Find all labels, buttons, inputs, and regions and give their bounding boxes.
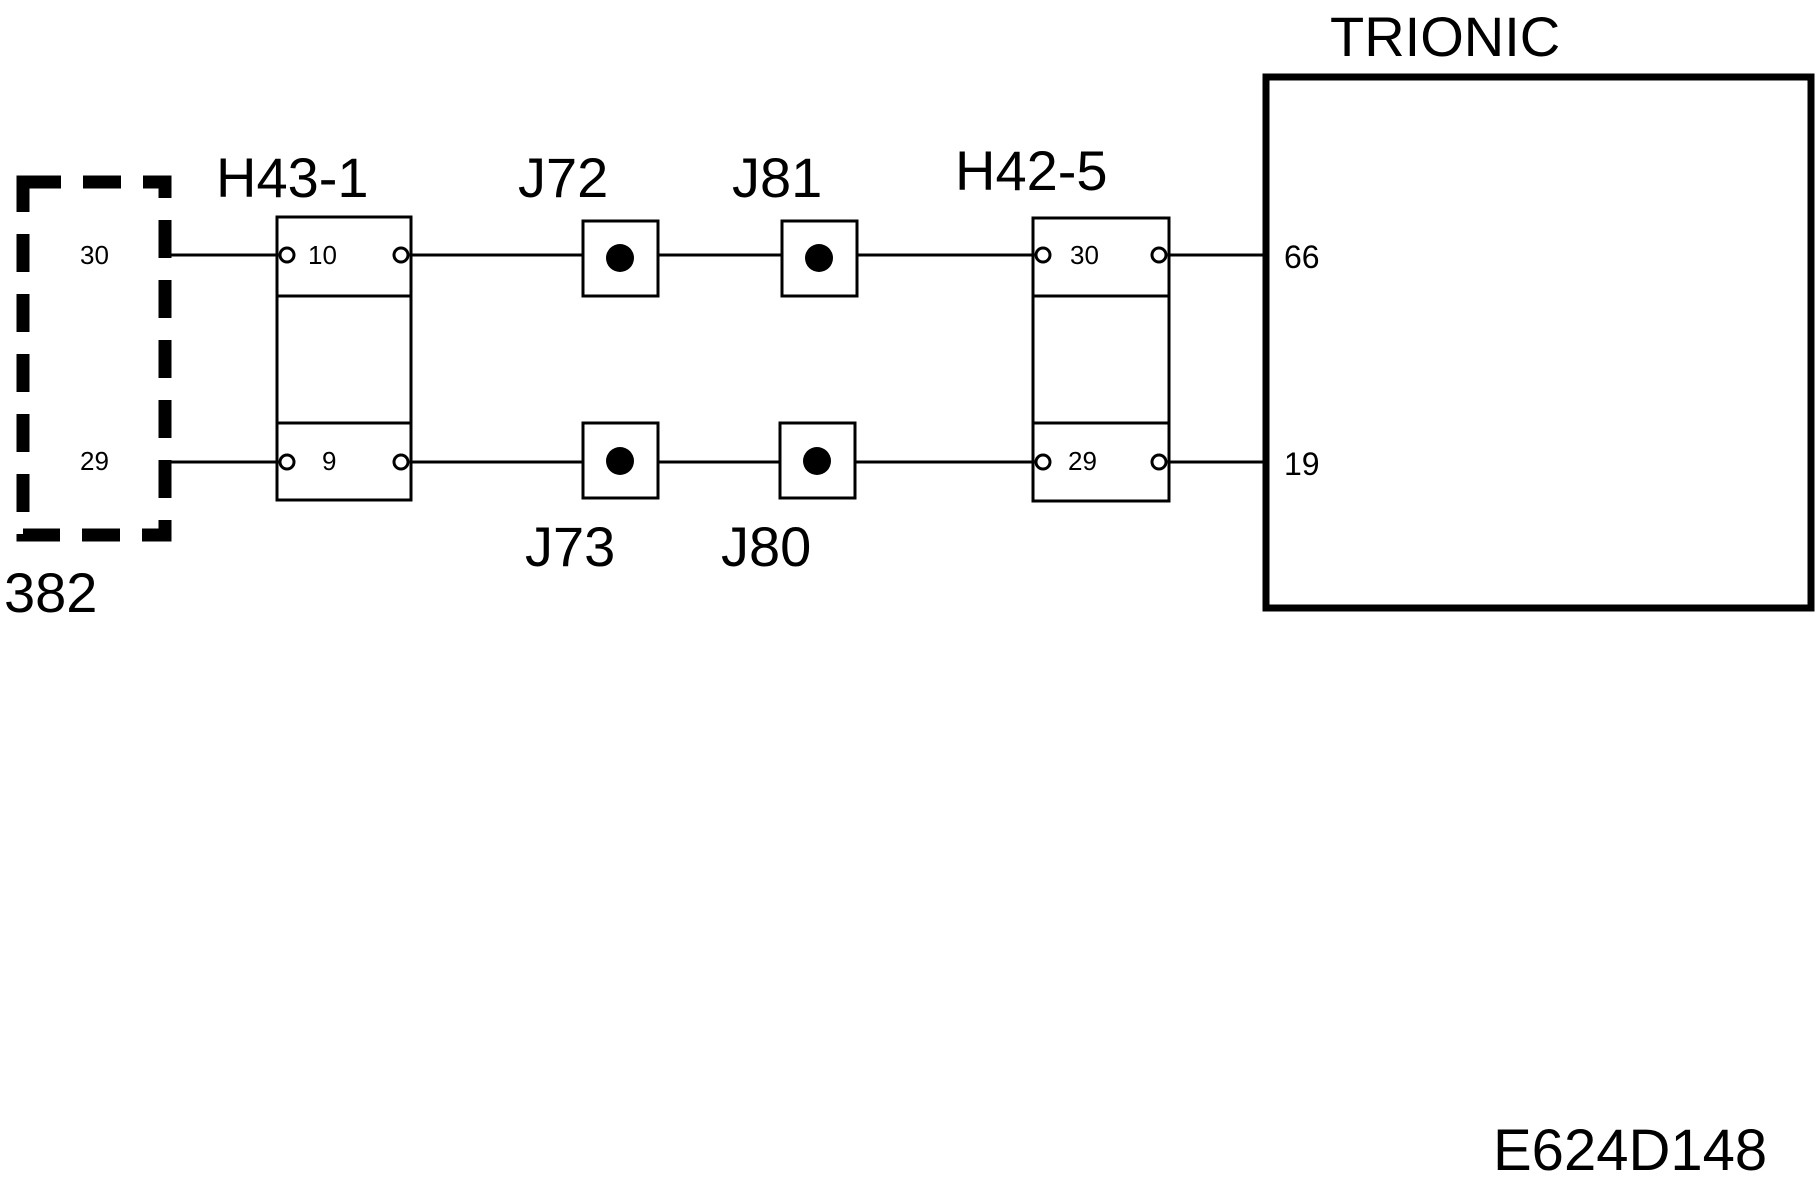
junction-j72-label: J72: [518, 146, 608, 209]
ecu-trionic-outline: [1262, 73, 1815, 612]
junction-j80: J80: [721, 421, 857, 578]
diagram-code: E624D148: [1493, 1118, 1767, 1183]
ecu-trionic-pin-top: 66: [1284, 239, 1320, 275]
connector-h42-5-label: H42-5: [955, 139, 1108, 202]
connector-h43-1-body: [275, 215, 413, 502]
junction-j80-dot: [803, 447, 831, 475]
pin-terminal: [1034, 246, 1052, 264]
connector-h43-1: H43-1 10 9: [216, 146, 413, 502]
junction-j81-dot: [805, 244, 833, 272]
junction-j73-label: J73: [525, 515, 615, 578]
connector-h43-1-pin-top: 10: [308, 240, 337, 270]
connector-h42-5-body: [1031, 216, 1171, 503]
connector-h43-1-label: H43-1: [216, 146, 369, 209]
connector-h43-1-pin-bottom: 9: [322, 446, 336, 476]
ecu-trionic: TRIONIC 66 19: [1262, 5, 1815, 612]
connector-h42-5-pin-top: 30: [1070, 240, 1099, 270]
junction-j73: J73: [525, 421, 660, 578]
connector-h42-5: H42-5 30 29: [955, 139, 1171, 503]
ecu-trionic-label: TRIONIC: [1330, 5, 1560, 68]
junction-j80-label: J80: [721, 515, 811, 578]
connector-h42-5-pin-bottom: 29: [1068, 446, 1097, 476]
junction-j81-label: J81: [732, 146, 822, 209]
pin-terminal: [392, 246, 410, 264]
junction-j72: J72: [518, 146, 660, 298]
connector-382-pin-top: 30: [80, 240, 109, 270]
connector-382-pin-bottom: 29: [80, 446, 109, 476]
pin-terminal: [392, 453, 410, 471]
connector-382-outline: [16, 175, 172, 542]
pin-terminal: [1150, 246, 1168, 264]
connector-382-label: 382: [4, 561, 97, 624]
pin-terminal: [278, 453, 296, 471]
pin-terminal: [278, 246, 296, 264]
pin-terminal: [1034, 453, 1052, 471]
junction-j81: J81: [732, 146, 859, 298]
junction-j73-box: [581, 421, 660, 500]
junction-j73-dot: [606, 447, 634, 475]
pin-terminal: [1150, 453, 1168, 471]
connector-382: 30 29 382: [4, 175, 172, 624]
junction-j72-dot: [606, 244, 634, 272]
ecu-trionic-pin-bottom: 19: [1284, 446, 1320, 482]
